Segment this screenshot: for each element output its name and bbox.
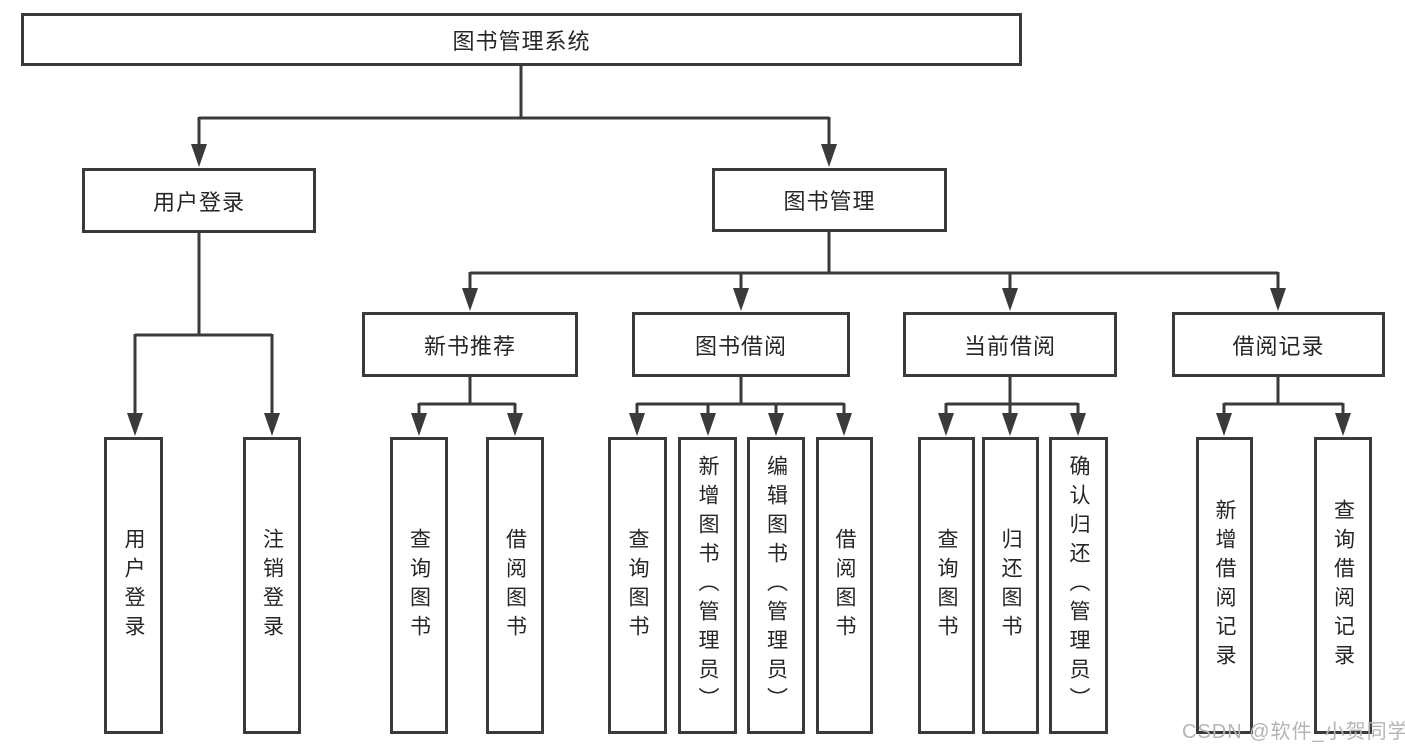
connector-user-login-children bbox=[133, 233, 274, 420]
arrowhead-icon bbox=[1002, 288, 1018, 311]
node-user-login: 用户登录 bbox=[82, 168, 316, 233]
arrowhead-icon bbox=[191, 144, 207, 167]
arrowhead-icon bbox=[1216, 413, 1232, 436]
arrowhead-icon bbox=[1270, 288, 1286, 311]
node-book-mgmt-label: 图书管理 bbox=[783, 189, 876, 214]
node-current-borrow: 当前借阅 bbox=[903, 312, 1117, 377]
connector-new-book-rec-children bbox=[417, 377, 517, 420]
node-cb-confirm-return-label: 确认归还（管理员） bbox=[1067, 455, 1090, 716]
node-bb-borrow-book: 借阅图书 bbox=[816, 437, 873, 734]
arrowhead-icon bbox=[938, 413, 954, 436]
node-nr-borrow-book: 借阅图书 bbox=[486, 437, 544, 734]
arrowhead-icon bbox=[700, 413, 716, 436]
node-br-query-record: 查询借阅记录 bbox=[1314, 437, 1372, 734]
node-bb-borrow-book-label: 借阅图书 bbox=[833, 527, 856, 644]
node-ul-logout-label: 注销登录 bbox=[260, 527, 284, 644]
node-cb-return-book: 归还图书 bbox=[982, 437, 1039, 734]
arrowhead-icon bbox=[1002, 413, 1018, 436]
node-borrow-records: 借阅记录 bbox=[1172, 312, 1385, 377]
node-new-book-rec: 新书推荐 bbox=[362, 312, 578, 377]
node-book-mgmt: 图书管理 bbox=[712, 168, 947, 232]
node-nr-query-book-label: 查询图书 bbox=[407, 527, 431, 644]
node-new-book-rec-label: 新书推荐 bbox=[423, 333, 516, 359]
node-cb-query-book: 查询图书 bbox=[918, 437, 975, 734]
connector-root-to-level2 bbox=[197, 66, 831, 150]
arrowhead-icon bbox=[836, 413, 852, 436]
arrowhead-icon bbox=[507, 413, 523, 436]
node-cb-query-book-label: 查询图书 bbox=[935, 527, 958, 644]
node-root-label: 图书管理系统 bbox=[452, 28, 591, 54]
node-ul-logout: 注销登录 bbox=[243, 437, 301, 734]
node-current-borrow-label: 当前借阅 bbox=[963, 333, 1056, 359]
arrowhead-icon bbox=[733, 288, 749, 311]
arrowhead-icon bbox=[411, 413, 427, 436]
arrowhead-icon bbox=[768, 413, 784, 436]
node-br-add-record: 新增借阅记录 bbox=[1196, 437, 1253, 734]
node-book-borrow-label: 图书借阅 bbox=[694, 333, 787, 359]
arrowhead-icon bbox=[264, 413, 280, 436]
connector-current-borrow-children bbox=[944, 377, 1080, 420]
connector-book-borrow-children bbox=[635, 377, 846, 420]
arrowhead-icon bbox=[127, 413, 143, 436]
node-bb-query-book-label: 查询图书 bbox=[626, 527, 649, 644]
csdn-watermark: CSDN @软件_小贺同学 bbox=[1182, 721, 1405, 743]
node-cb-confirm-return: 确认归还（管理员） bbox=[1049, 437, 1108, 734]
arrowhead-icon bbox=[1335, 413, 1351, 436]
node-user-login-label: 用户登录 bbox=[152, 189, 245, 215]
arrowhead-icon bbox=[462, 288, 478, 311]
node-borrow-records-label: 借阅记录 bbox=[1232, 333, 1325, 359]
node-cb-return-book-label: 归还图书 bbox=[999, 527, 1022, 644]
arrowhead-icon bbox=[821, 144, 837, 167]
node-br-query-record-label: 查询借阅记录 bbox=[1331, 498, 1355, 673]
node-ul-login: 用户登录 bbox=[104, 437, 163, 734]
node-nr-borrow-book-label: 借阅图书 bbox=[503, 527, 527, 644]
node-bb-query-book: 查询图书 bbox=[608, 437, 667, 734]
node-bb-edit-book-label: 编辑图书（管理员） bbox=[764, 455, 788, 716]
node-root: 图书管理系统 bbox=[21, 13, 1022, 66]
node-bb-edit-book: 编辑图书（管理员） bbox=[747, 437, 805, 734]
arrowhead-icon bbox=[629, 413, 645, 436]
arrowhead-icon bbox=[1070, 413, 1086, 436]
node-ul-login-label: 用户登录 bbox=[122, 527, 145, 644]
node-bb-add-book: 新增图书（管理员） bbox=[678, 437, 737, 734]
connector-book-mgmt-children bbox=[468, 232, 1280, 296]
node-book-borrow: 图书借阅 bbox=[632, 312, 850, 377]
node-bb-add-book-label: 新增图书（管理员） bbox=[696, 455, 719, 716]
node-nr-query-book: 查询图书 bbox=[390, 437, 448, 734]
connector-borrow-records-children bbox=[1222, 377, 1345, 420]
node-br-add-record-label: 新增借阅记录 bbox=[1213, 498, 1236, 673]
